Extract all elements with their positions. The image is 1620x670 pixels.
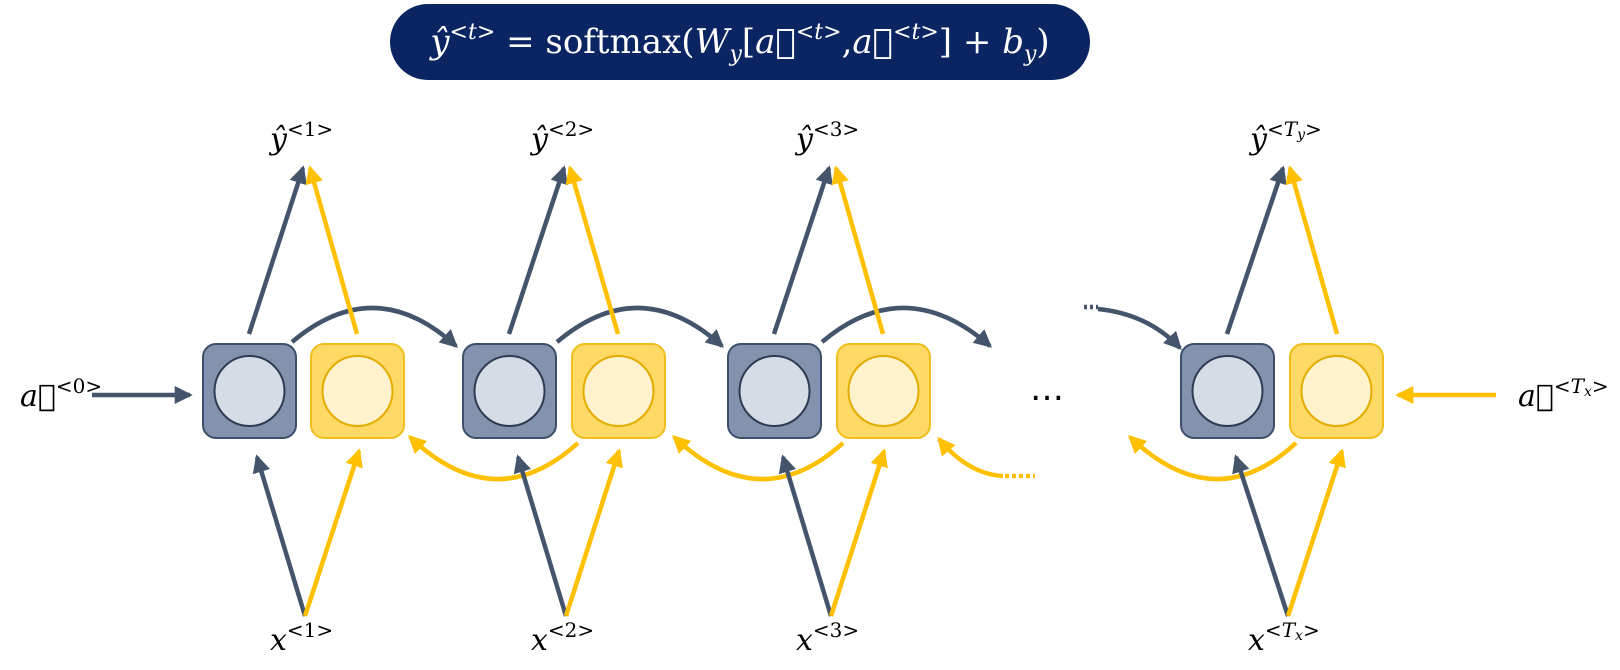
output-arrow-backward-last [1285, 165, 1340, 335]
input-arrow-forward-2 [513, 454, 569, 617]
input-arrow-backward-3 [828, 448, 888, 617]
forward-arrow-2-3 [555, 305, 725, 348]
output-label-1: ŷ<1> [270, 117, 334, 157]
input-arrow-backward-1 [302, 448, 363, 617]
vertical-arrows-2 [506, 165, 623, 617]
backward-cell-3-inner [847, 355, 920, 427]
output-formula-banner: ŷ<t> = softmax(Wy[a⃗<t>,a⃖<t>] + by) [390, 4, 1090, 80]
output-arrow-backward-2 [565, 165, 621, 335]
sequence-ellipsis: … [1030, 369, 1064, 409]
backward-arrow-next-3 [937, 436, 1004, 479]
output-arrow-forward-3 [771, 165, 833, 335]
timestep-1-cells [202, 343, 405, 439]
output-label-last: ŷ<Ty> [1250, 117, 1322, 157]
forward-cell-3-inner [738, 355, 811, 427]
backward-recurrent-arrows [408, 386, 1496, 482]
output-arrow-backward-3 [831, 165, 886, 335]
vertical-arrows-last [1224, 165, 1346, 617]
timestep-last-cells [1180, 343, 1384, 439]
output-arrow-forward-2 [506, 165, 568, 335]
forward-arrow-3-next [820, 305, 993, 348]
forward-arrow-prev-last [1097, 306, 1182, 350]
input-arrow-forward-last [1232, 454, 1291, 617]
backward-initial-activation-label: a⃖<Tx> [1518, 374, 1609, 414]
backward-arrow-2-1 [408, 435, 580, 482]
vertical-arrows-1 [246, 165, 363, 617]
timestep-3-cells [727, 343, 931, 439]
output-label-3: ŷ<3> [796, 117, 860, 157]
forward-recurrent-arrows [92, 304, 1182, 404]
backward-arrow-3-2 [672, 435, 845, 482]
input-label-1: x<1> [270, 618, 334, 658]
input-arrow-backward-last [1285, 448, 1346, 617]
output-arrow-forward-last [1224, 165, 1287, 335]
input-arrow-forward-1 [252, 454, 308, 617]
output-arrow-forward-1 [246, 165, 307, 335]
forward-initial-activation-label: a⃗<0> [20, 374, 103, 414]
forward-cell-2-inner [473, 355, 546, 427]
output-formula: ŷ<t> = softmax(Wy[a⃗<t>,a⃖<t>] + by) [430, 20, 1050, 67]
input-label-3: x<3> [796, 618, 860, 658]
input-arrow-backward-2 [563, 448, 623, 617]
input-label-2: x<2> [531, 618, 595, 658]
backward-arrow-last-prev [1128, 435, 1298, 482]
output-arrow-backward-1 [305, 165, 360, 335]
backward-cell-last-inner [1300, 355, 1373, 427]
backward-cell-2-inner [582, 355, 655, 427]
forward-cell-last-inner [1191, 355, 1264, 427]
input-arrow-forward-3 [778, 454, 834, 617]
forward-arrow-1-2 [290, 305, 458, 348]
input-label-last: x<Tx> [1248, 618, 1320, 658]
forward-cell-1-inner [213, 355, 286, 427]
output-label-2: ŷ<2> [531, 117, 595, 157]
timestep-2-cells [462, 343, 666, 439]
vertical-arrows-3 [771, 165, 888, 617]
backward-cell-1-inner [321, 355, 394, 427]
